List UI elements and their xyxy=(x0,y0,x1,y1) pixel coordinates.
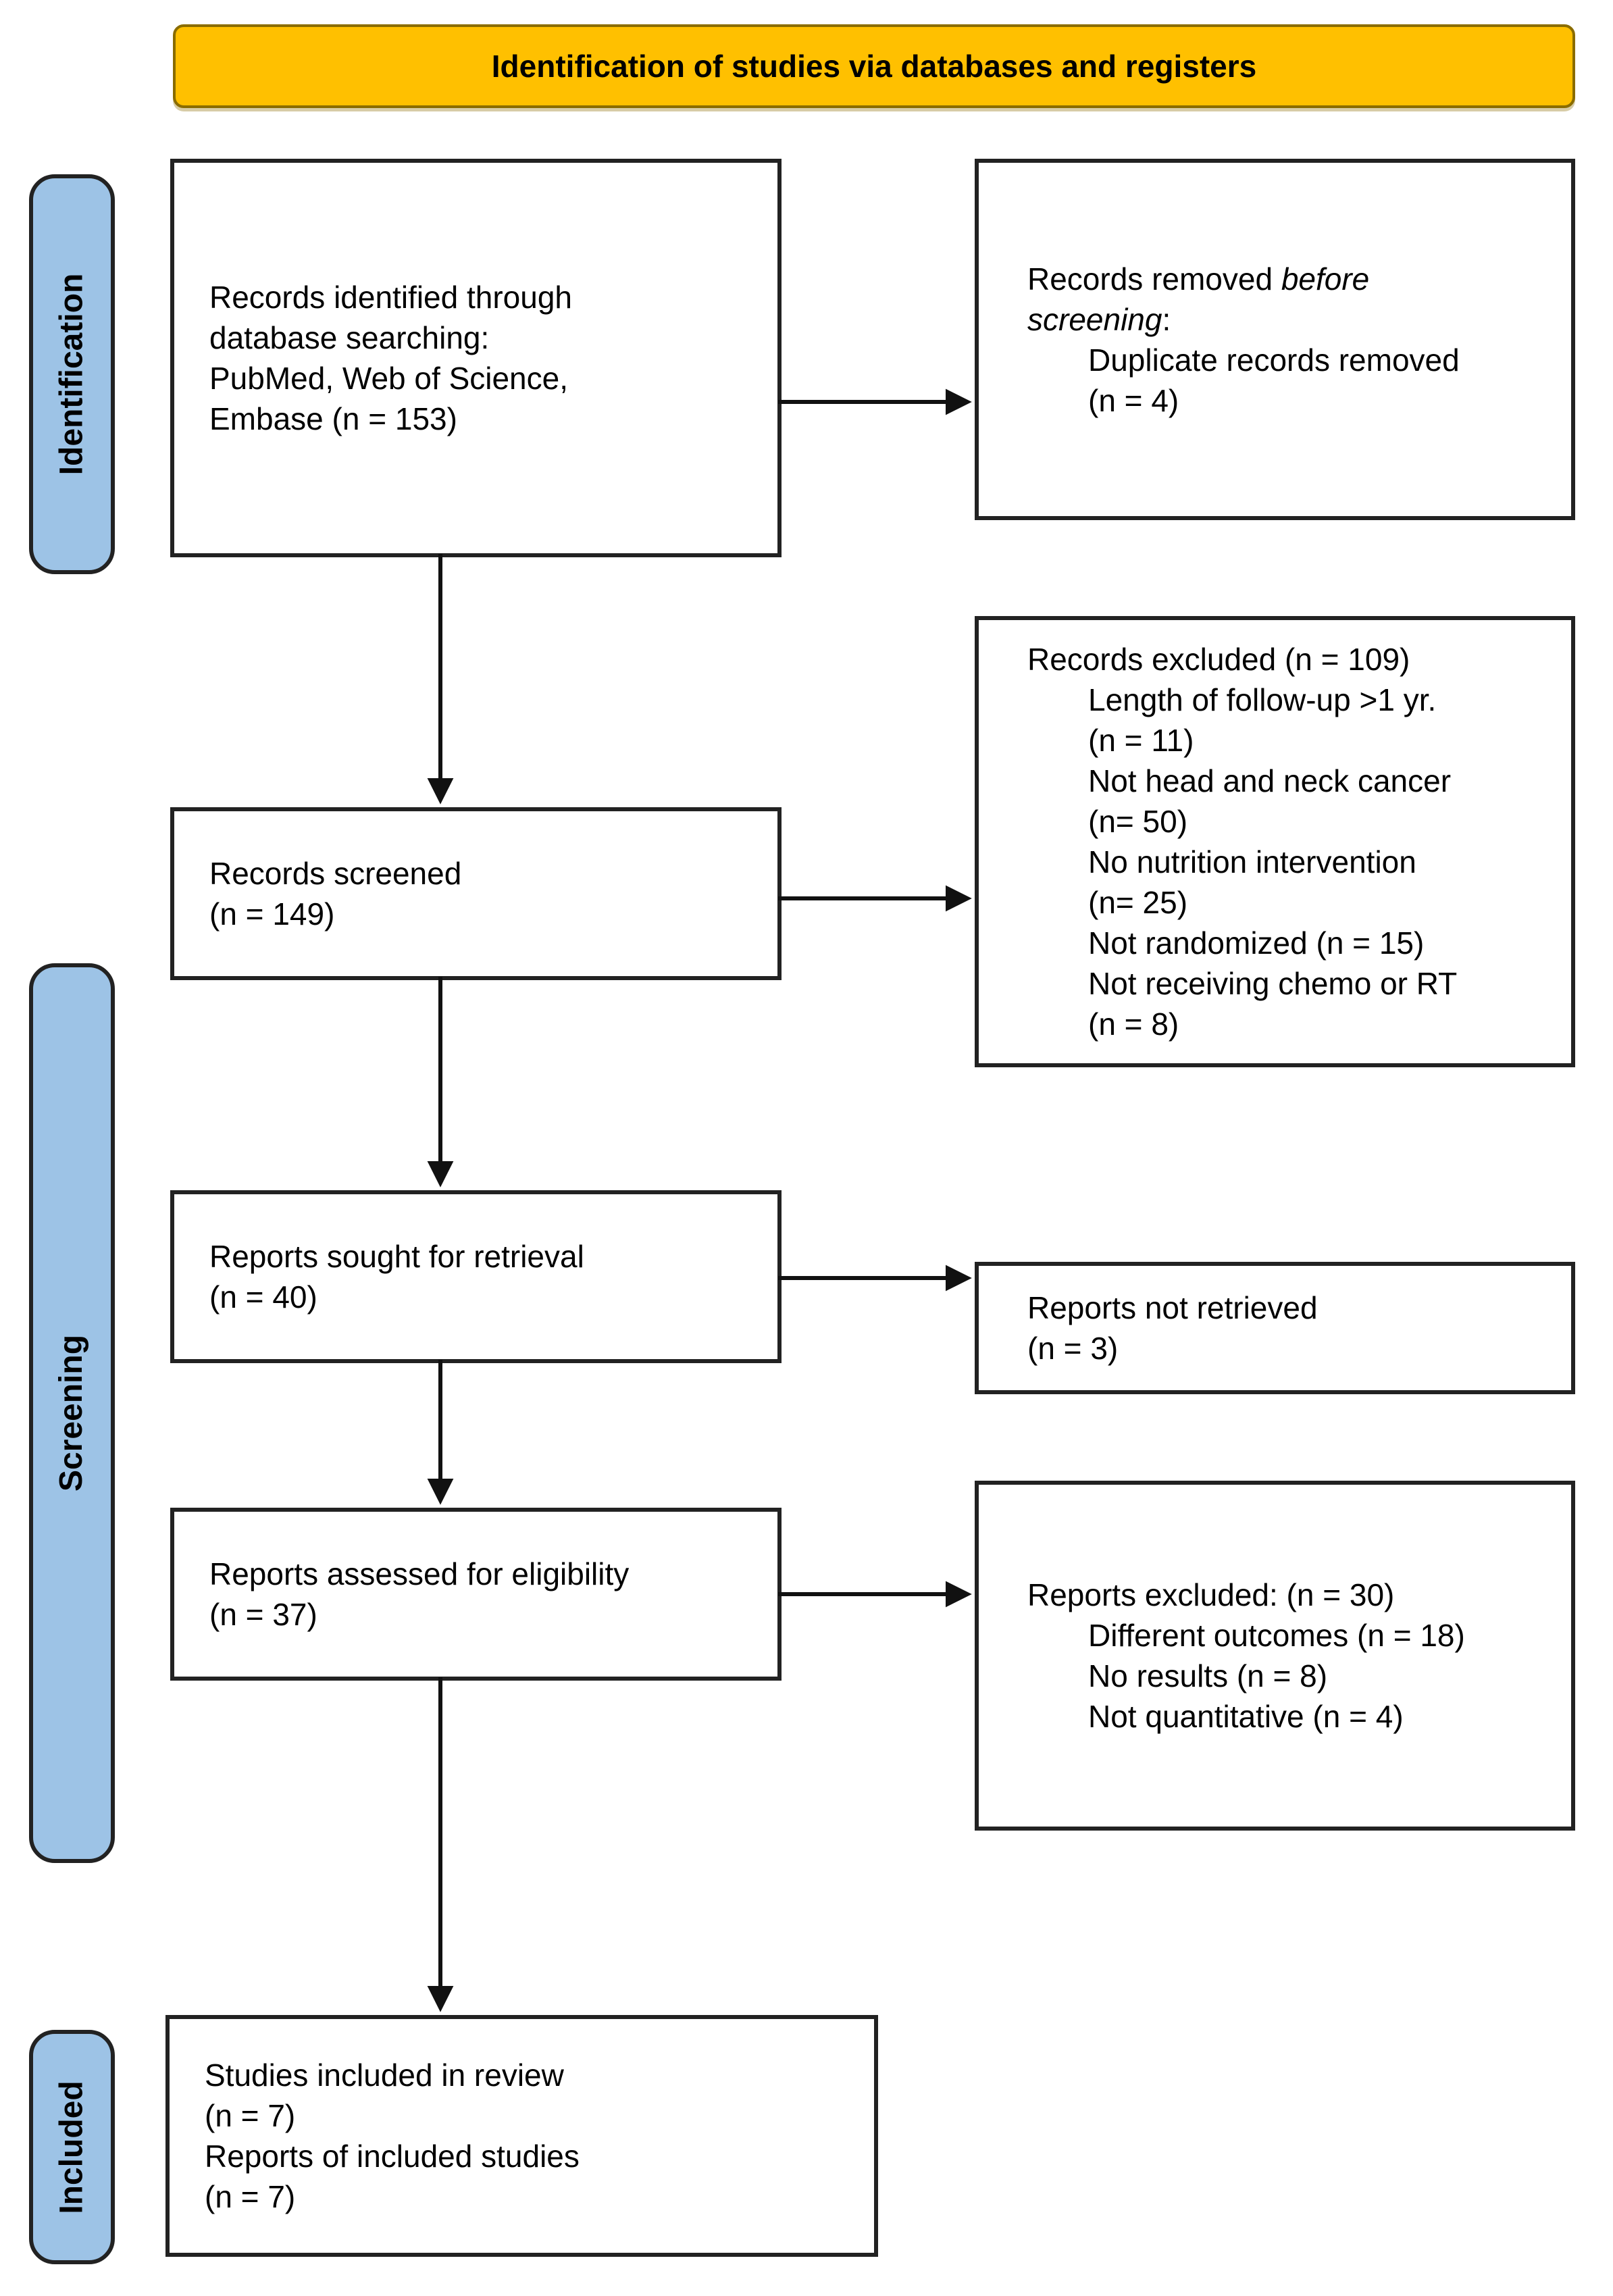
box-records-removed-content: Records removed before screening: Duplic… xyxy=(979,259,1470,421)
banner-identification-via-databases: Identification of studies via databases … xyxy=(173,24,1575,108)
box-records-excluded-content: Records excluded (n = 109) Length of fol… xyxy=(979,639,1468,1044)
box-reports-sought: Reports sought for retrieval (n = 40) xyxy=(170,1190,782,1363)
box-records-removed-before-screening: Records removed before screening: Duplic… xyxy=(975,159,1575,520)
removed-before-colon: : xyxy=(1162,301,1171,337)
reports-excluded-head: Reports excluded: (n = 30) xyxy=(1027,1577,1395,1612)
removed-before-sublist: Duplicate records removed (n = 4) xyxy=(1088,342,1460,418)
stage-bar-included: Included xyxy=(29,2030,115,2264)
removed-before-italic-2: screening xyxy=(1027,301,1162,337)
box-records-identified: Records identified through database sear… xyxy=(170,159,782,557)
box-reports-sought-text: Reports sought for retrieval (n = 40) xyxy=(209,1239,584,1315)
box-reports-assessed: Reports assessed for eligibility (n = 37… xyxy=(170,1508,782,1681)
box-studies-included: Studies included in review (n = 7) Repor… xyxy=(165,2015,878,2257)
stage-bar-screening: Screening xyxy=(29,963,115,1863)
records-excluded-head: Records excluded (n = 109) xyxy=(1027,642,1410,677)
box-records-screened: Records screened (n = 149) xyxy=(170,807,782,980)
removed-before-lead: Records removed xyxy=(1027,261,1281,297)
records-excluded-sublist: Length of follow-up >1 yr. (n = 11) Not … xyxy=(1088,682,1458,1042)
removed-before-italic-1: before xyxy=(1281,261,1370,297)
box-studies-included-text: Studies included in review (n = 7) Repor… xyxy=(205,2058,580,2214)
reports-excluded-sublist: Different outcomes (n = 18) No results (… xyxy=(1088,1618,1465,1734)
stage-bar-identification: Identification xyxy=(29,174,115,574)
box-reports-assessed-text: Reports assessed for eligibility (n = 37… xyxy=(209,1556,630,1632)
box-records-identified-text: Records identified through database sear… xyxy=(209,280,572,436)
box-records-excluded: Records excluded (n = 109) Length of fol… xyxy=(975,616,1575,1067)
box-records-screened-text: Records screened (n = 149) xyxy=(209,856,462,932)
box-reports-not-retrieved: Reports not retrieved (n = 3) xyxy=(975,1262,1575,1394)
box-reports-not-retrieved-text: Reports not retrieved (n = 3) xyxy=(1027,1290,1318,1366)
stage-label-included: Included xyxy=(53,2080,90,2214)
banner-label: Identification of studies via databases … xyxy=(491,49,1257,84)
stage-label-identification: Identification xyxy=(53,273,90,476)
stage-label-screening: Screening xyxy=(53,1334,90,1492)
box-reports-excluded-content: Reports excluded: (n = 30) Different out… xyxy=(979,1575,1476,1737)
box-reports-excluded: Reports excluded: (n = 30) Different out… xyxy=(975,1481,1575,1831)
